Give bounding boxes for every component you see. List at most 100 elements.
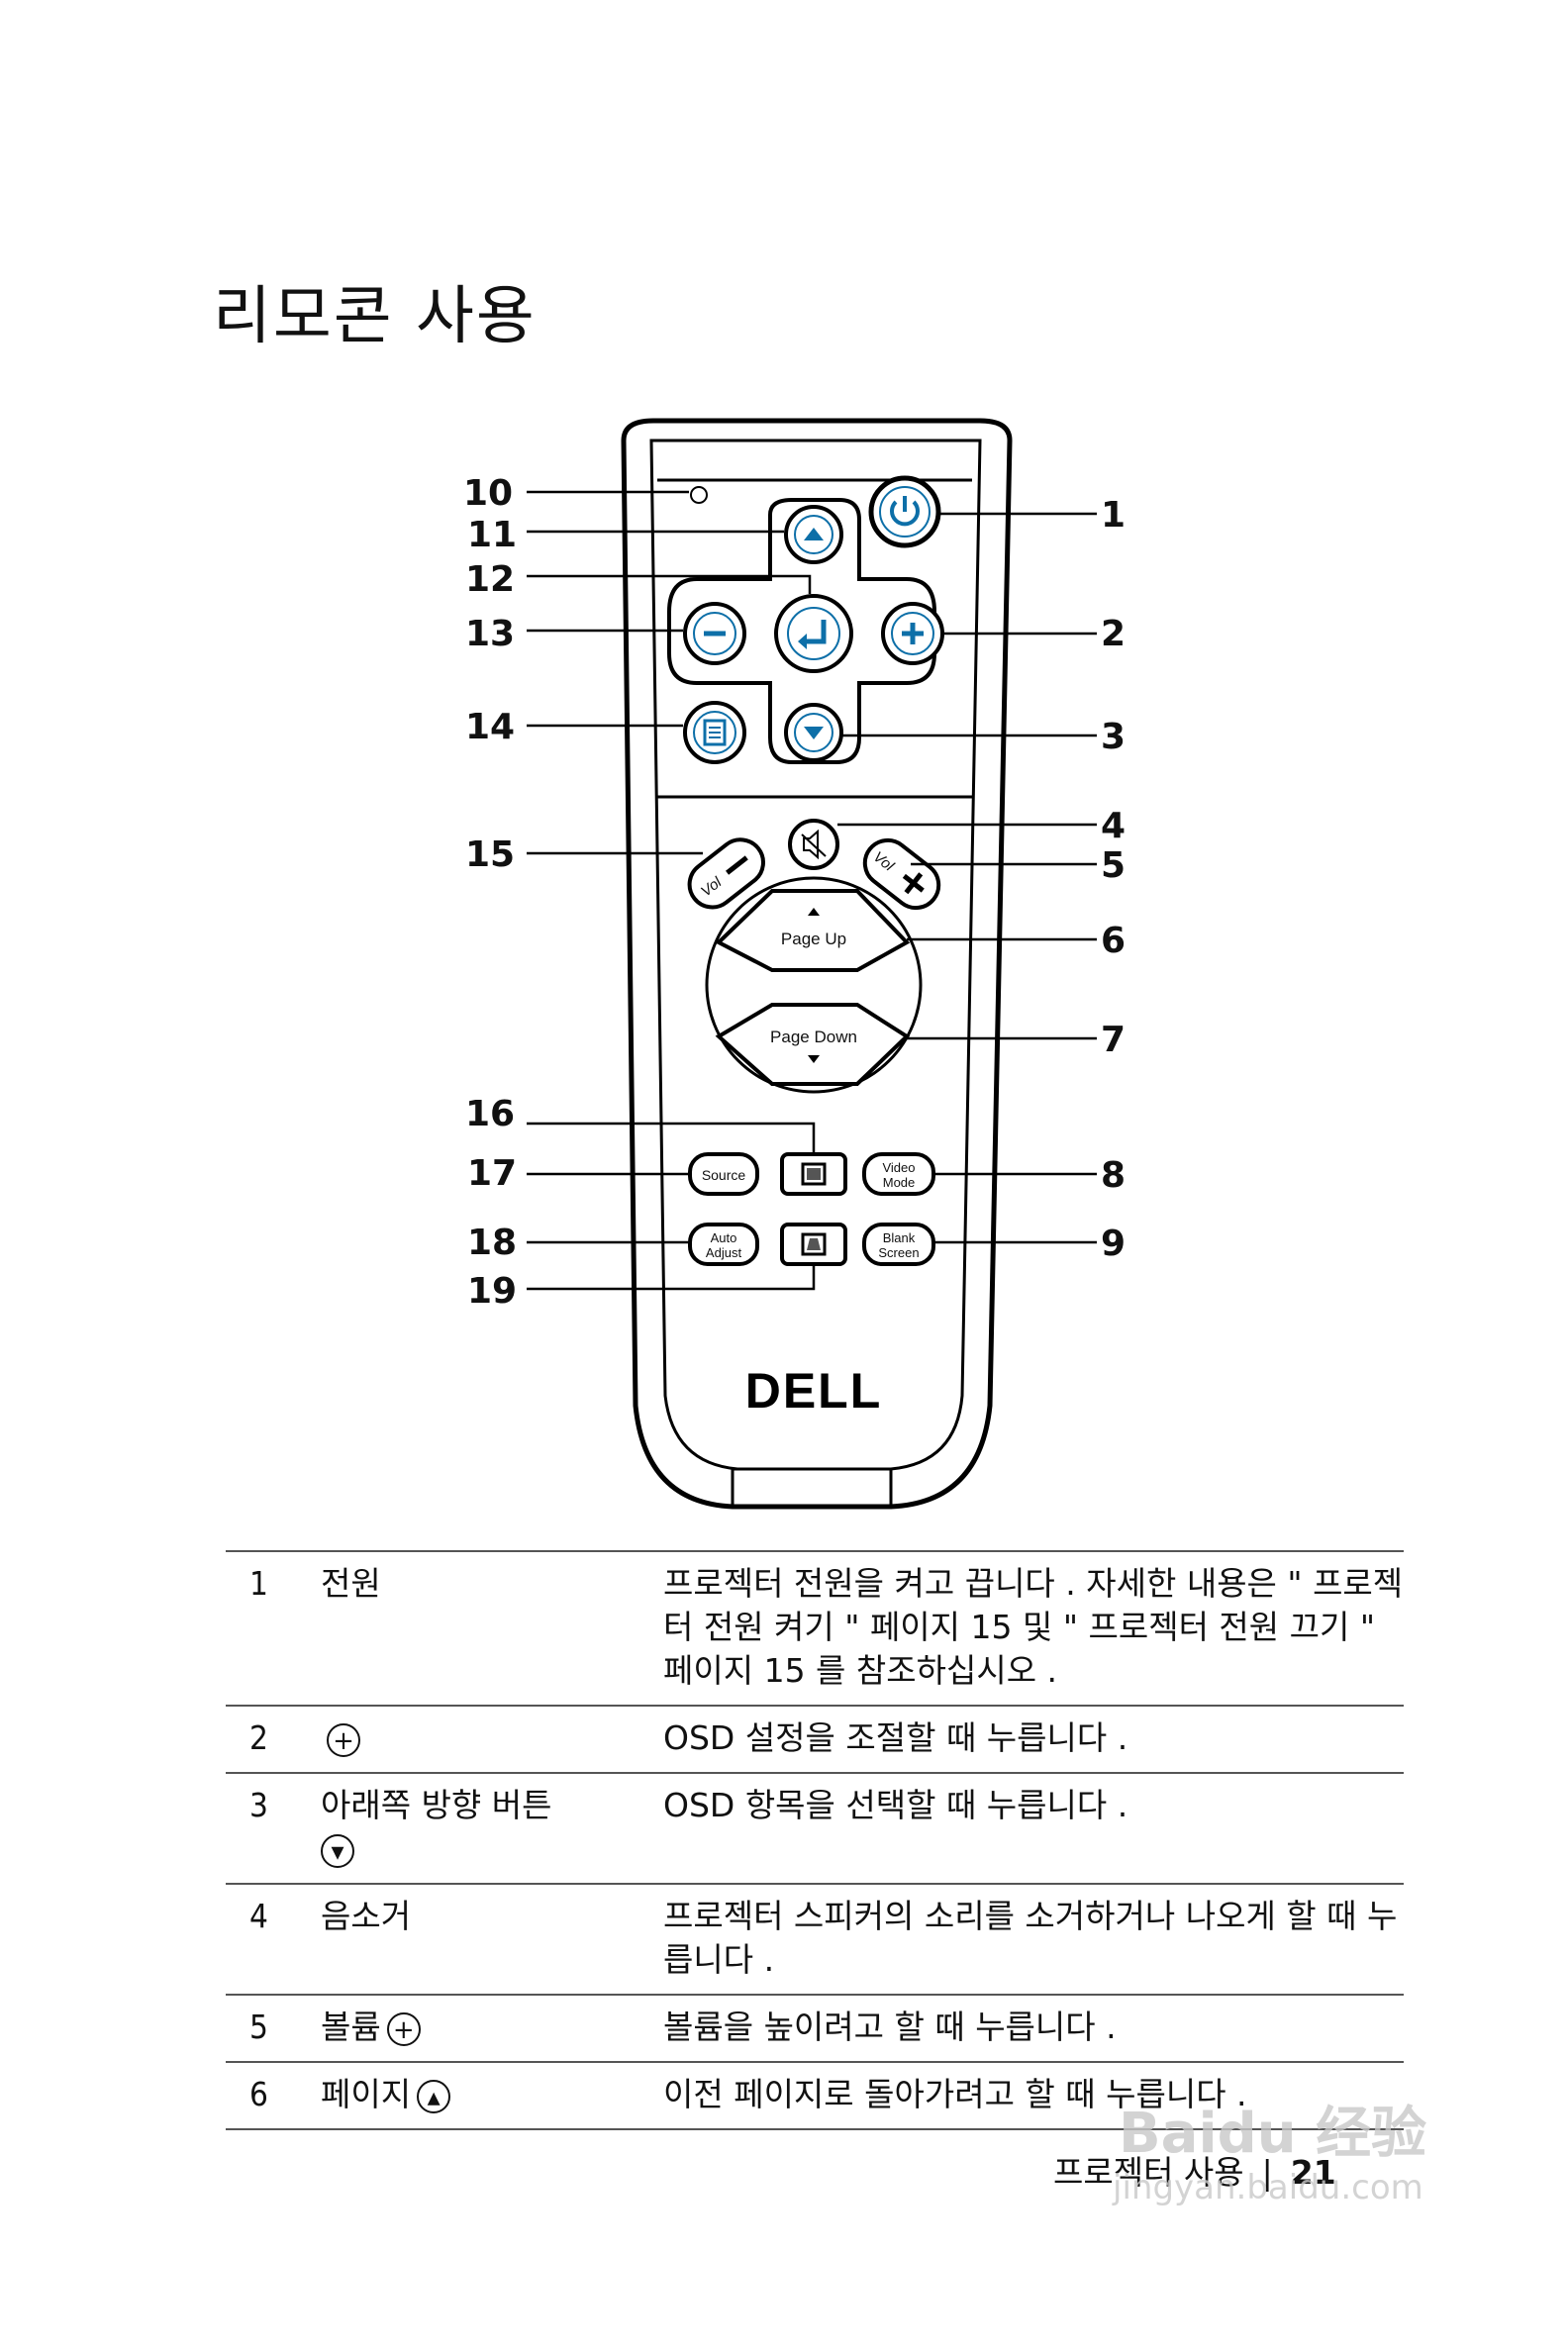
power-button[interactable] xyxy=(868,475,941,548)
page-footer: 프로젝터 사용 | 21 xyxy=(1053,2146,1336,2194)
table-row: 2+OSD 설정을 조절할 때 누릅니다 . xyxy=(226,1705,1404,1773)
row-button-name: + xyxy=(321,1705,663,1773)
callout-16: 16 xyxy=(465,1094,515,1134)
arrow-up-icon xyxy=(808,908,820,916)
row-button-name: 음소거 xyxy=(321,1883,663,1995)
callout-1: 1 xyxy=(1101,495,1126,536)
enter-button[interactable] xyxy=(774,594,853,673)
callout-13: 13 xyxy=(465,614,515,654)
svg-text:Auto: Auto xyxy=(711,1230,737,1245)
button-name-label: 볼륨 xyxy=(321,2008,381,2046)
ir-sensor-icon xyxy=(690,486,708,504)
callouts-left: 10 11 12 13 14 15 16 17 18 19 xyxy=(463,473,517,1312)
row-description: 프로젝터 전원을 켜고 끕니다 . 자세한 내용은 " 프로젝터 전원 켜기 "… xyxy=(663,1550,1404,1706)
page-down-button[interactable]: Page Down xyxy=(715,1003,911,1086)
blank-screen-button[interactable]: Blank Screen xyxy=(862,1223,935,1266)
button-name-label: 페이지 xyxy=(321,2075,412,2113)
callout-19: 19 xyxy=(467,1271,517,1312)
enter-icon xyxy=(802,620,827,644)
callout-5: 5 xyxy=(1101,845,1126,886)
callouts-right: 1 2 3 4 5 6 7 8 9 xyxy=(1101,495,1126,1264)
keystone-icon xyxy=(801,1232,827,1256)
row-button-name: 볼륨+ xyxy=(321,1994,663,2062)
row-number: 4 xyxy=(226,1883,321,1995)
resize-button[interactable] xyxy=(780,1152,847,1196)
page-up-button[interactable]: Page Up xyxy=(715,889,911,972)
page-number: 21 xyxy=(1290,2153,1336,2192)
page-title: 리모콘 사용 xyxy=(213,280,537,353)
row-description: 볼륨을 높이려고 할 때 누릅니다 . xyxy=(663,1994,1404,2062)
arrow-down-icon xyxy=(804,727,824,739)
source-button[interactable]: Source xyxy=(688,1152,759,1196)
auto-adjust-button[interactable]: Auto Adjust xyxy=(688,1223,759,1266)
svg-text:Blank: Blank xyxy=(883,1230,916,1245)
svg-text:Video: Video xyxy=(882,1160,915,1175)
row-number: 2 xyxy=(226,1705,321,1773)
keystone-button[interactable] xyxy=(780,1223,847,1266)
row-number: 5 xyxy=(226,1994,321,2062)
svg-text:Mode: Mode xyxy=(883,1175,916,1190)
row-description: 이전 페이지로 돌아가려고 할 때 누릅니다 . xyxy=(663,2061,1404,2130)
plus-circle-icon: + xyxy=(386,2011,421,2046)
footer-section: 프로젝터 사용 xyxy=(1053,2153,1244,2192)
button-name-label: 전원 xyxy=(321,1564,381,1603)
watermark-url: jingyan.baidu.com xyxy=(1113,2168,1423,2207)
row-description: OSD 설정을 조절할 때 누릅니다 . xyxy=(663,1705,1404,1773)
row-description: OSD 항목을 선택할 때 누릅니다 . xyxy=(663,1772,1404,1884)
svg-text:Source: Source xyxy=(702,1167,746,1183)
svg-text:Page Down: Page Down xyxy=(770,1028,857,1046)
row-button-name: 페이지▴ xyxy=(321,2061,663,2130)
callout-4: 4 xyxy=(1101,806,1126,846)
down-button[interactable] xyxy=(784,703,843,762)
button-name-label: 음소거 xyxy=(321,1897,412,1935)
row-number: 1 xyxy=(226,1550,321,1706)
arrow-up-icon xyxy=(804,528,824,540)
svg-text:Page Up: Page Up xyxy=(781,930,846,948)
callout-lines xyxy=(527,490,1097,1291)
callout-14: 14 xyxy=(465,707,515,747)
volume-down-button[interactable]: Vol xyxy=(680,831,772,917)
mute-icon xyxy=(803,829,819,860)
callout-12: 12 xyxy=(465,559,515,600)
button-name-label: 아래쪽 방향 버튼 xyxy=(321,1786,552,1824)
arrow-up-circle-icon: ▴ xyxy=(417,2079,451,2113)
volume-up-button[interactable]: Vol xyxy=(856,832,948,918)
row-button-name: 전원 xyxy=(321,1550,663,1706)
power-icon xyxy=(890,500,920,527)
callout-15: 15 xyxy=(465,834,515,875)
row-description: 프로젝터 스피커의 소리를 소거하거나 나오게 할 때 누릅니다 . xyxy=(663,1883,1404,1995)
mute-button[interactable] xyxy=(788,819,839,870)
svg-text:Screen: Screen xyxy=(878,1245,919,1260)
video-mode-button[interactable]: Video Mode xyxy=(862,1152,935,1196)
minus-button[interactable] xyxy=(683,602,746,665)
row-number: 6 xyxy=(226,2061,321,2130)
callout-11: 11 xyxy=(467,515,517,555)
menu-icon xyxy=(703,719,727,746)
row-number: 3 xyxy=(226,1772,321,1884)
callout-2: 2 xyxy=(1101,614,1126,654)
remote-control-diagram: Vol Vol Page Up Page Down Source Video M… xyxy=(463,418,1126,1510)
plus-button[interactable] xyxy=(881,602,944,665)
callout-10: 10 xyxy=(463,473,513,514)
menu-button[interactable] xyxy=(683,701,746,764)
resize-icon xyxy=(801,1162,827,1186)
callout-18: 18 xyxy=(467,1223,517,1263)
callout-9: 9 xyxy=(1101,1224,1126,1264)
callout-6: 6 xyxy=(1101,921,1126,961)
dell-logo: DELL xyxy=(745,1363,883,1419)
footer-separator: | xyxy=(1261,2153,1273,2192)
up-button[interactable] xyxy=(784,505,843,564)
callout-3: 3 xyxy=(1101,717,1126,757)
callout-17: 17 xyxy=(467,1153,517,1194)
watermark-logo: Baidu 经验 xyxy=(1119,2102,1427,2166)
callout-8: 8 xyxy=(1101,1155,1126,1196)
arrow-down-icon xyxy=(808,1055,820,1063)
row-button-name: 아래쪽 방향 버튼▾ xyxy=(321,1772,663,1884)
svg-text:Adjust: Adjust xyxy=(706,1245,742,1260)
